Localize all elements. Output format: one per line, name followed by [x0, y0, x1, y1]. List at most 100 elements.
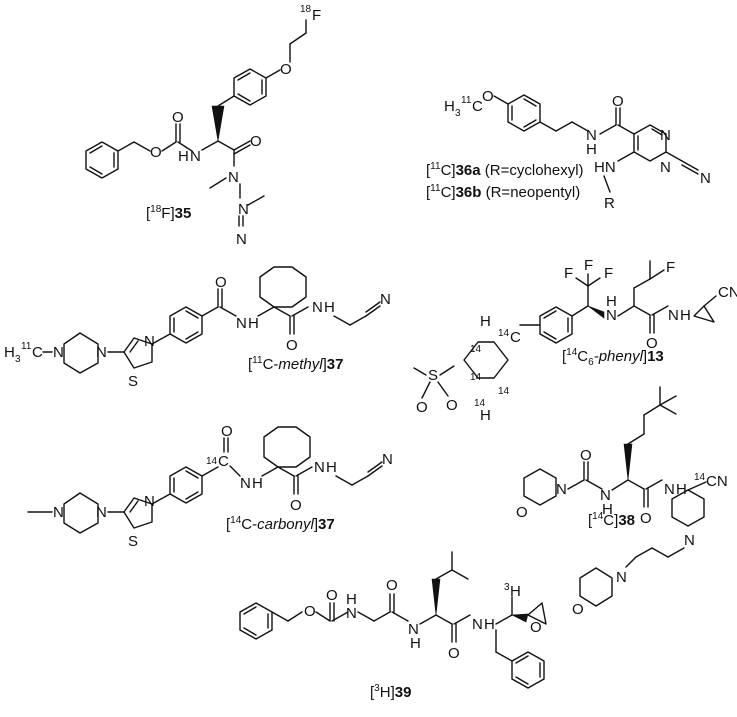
structure-37-methyl: H 3 11 C N N N S O N H O N H — [4, 266, 391, 390]
atom-N: N — [616, 569, 627, 586]
atom-H: H — [410, 635, 421, 652]
svg-text:14: 14 — [474, 398, 486, 409]
atom-C: C — [472, 98, 483, 115]
svg-text:14: 14 — [498, 386, 510, 397]
atom-O: O — [580, 447, 592, 464]
atom-O: O — [286, 337, 298, 354]
atom-H: H — [484, 616, 495, 633]
atom-N: N — [228, 169, 239, 186]
atom-H: H — [346, 591, 357, 608]
structure-13: F F F N H F O N H CN C 14 H H — [413, 257, 737, 424]
svg-text:3: 3 — [15, 354, 21, 365]
compound-label-39: [3H]39 — [370, 683, 412, 702]
atom-N: N — [664, 481, 675, 498]
atom-N: N — [53, 344, 64, 361]
atom-S: S — [128, 533, 138, 550]
atom-N: N — [408, 621, 419, 638]
atom-F: F — [604, 265, 613, 282]
structure-39: O O N H O N H O N H 3 H O — [239, 551, 547, 689]
svg-text:14: 14 — [470, 372, 482, 383]
compound-label-35: [18F]35 — [146, 204, 192, 223]
compound-label-36a: [11C]36a (R=cyclohexyl) — [426, 161, 584, 180]
atom-N: N — [236, 231, 247, 248]
atom-O: O — [215, 274, 227, 291]
atom-N: N — [380, 291, 391, 308]
atom-H: H — [480, 313, 491, 330]
atom-N: N — [660, 159, 671, 176]
atom-N: N — [606, 307, 617, 324]
atom-CN: CN — [718, 284, 737, 301]
compound-label-13: [14C6-phenyl]13 — [562, 347, 664, 369]
atom-N: N — [382, 451, 393, 468]
atom-O: O — [326, 587, 338, 604]
atom-HN: HN — [594, 159, 616, 176]
atom-H: H — [676, 481, 687, 498]
atom-O: O — [386, 577, 398, 594]
atom-N: N — [668, 307, 679, 324]
atom-N: N — [236, 315, 247, 332]
svg-text:14: 14 — [206, 456, 218, 467]
atom-N: N — [346, 605, 357, 622]
atom-H: H — [510, 583, 521, 600]
atom-O: O — [304, 603, 316, 620]
atom-N: N — [96, 344, 107, 361]
atom-O: O — [446, 397, 458, 414]
compound-label-37-methyl: [11C-methyl]37 — [248, 355, 344, 374]
atom-N: N — [472, 616, 483, 633]
atom-C: C — [32, 344, 43, 361]
compound-label-37-carbonyl: [14C-carbonyl]37 — [226, 515, 335, 534]
atom-H: H — [480, 407, 491, 424]
atom-R: R — [604, 195, 615, 212]
compound-label-38: [14C]38 — [588, 511, 635, 530]
atom-N: N — [240, 475, 251, 492]
atom-N: N — [586, 127, 597, 144]
atom-N: N — [144, 493, 155, 510]
structure-35: O O N H O 18 F O N N N — [85, 4, 321, 248]
atom-N: N — [312, 299, 323, 316]
atom-O: O — [646, 335, 658, 352]
atom-N: N — [700, 170, 711, 187]
atom-O: O — [448, 645, 460, 662]
structure-37-carbonyl: N N N S 14 C O N H O N H N — [27, 423, 393, 550]
svg-text:18: 18 — [300, 4, 312, 15]
atom-F: F — [584, 257, 593, 274]
atom-N: N — [238, 201, 249, 218]
atom-S: S — [128, 373, 138, 390]
atom-H: H — [324, 299, 335, 316]
atom-S: S — [428, 367, 438, 384]
atom-O: O — [221, 423, 233, 440]
compound-label-36b: [11C]36b (R=neopentyl) — [426, 183, 581, 202]
structure-38: O N O N H O N H N 14 CN N O — [516, 386, 728, 618]
svg-text:11: 11 — [21, 341, 32, 352]
atom-O: O — [516, 504, 528, 521]
structure-36: H 3 11 C O N H O N N N HN R — [444, 88, 711, 212]
atom-H: H — [326, 459, 337, 476]
atom-N: N — [556, 481, 567, 498]
atom-N: N — [314, 459, 325, 476]
svg-text:3: 3 — [455, 108, 461, 119]
atom-O: O — [416, 399, 428, 416]
atom-O: O — [290, 497, 302, 514]
atom-O: O — [172, 109, 184, 126]
atom-O: O — [572, 601, 584, 618]
atom-O: O — [530, 619, 542, 636]
svg-text:14: 14 — [498, 328, 510, 339]
atom-H: H — [252, 475, 263, 492]
svg-text:11: 11 — [461, 95, 472, 106]
atom-N: N — [96, 504, 107, 521]
atom-F: F — [564, 265, 573, 282]
atom-O: O — [612, 93, 624, 110]
atom-O: O — [250, 133, 262, 150]
atom-H: H — [178, 148, 189, 165]
svg-text:14: 14 — [694, 472, 706, 483]
atom-N: N — [190, 148, 201, 165]
atom-C: C — [510, 329, 521, 346]
atom-H: H — [444, 98, 455, 115]
svg-text:14: 14 — [470, 344, 482, 355]
atom-N: N — [660, 127, 671, 144]
atom-O: O — [280, 61, 292, 78]
atom-N: N — [684, 532, 695, 549]
atom-H: H — [680, 307, 691, 324]
